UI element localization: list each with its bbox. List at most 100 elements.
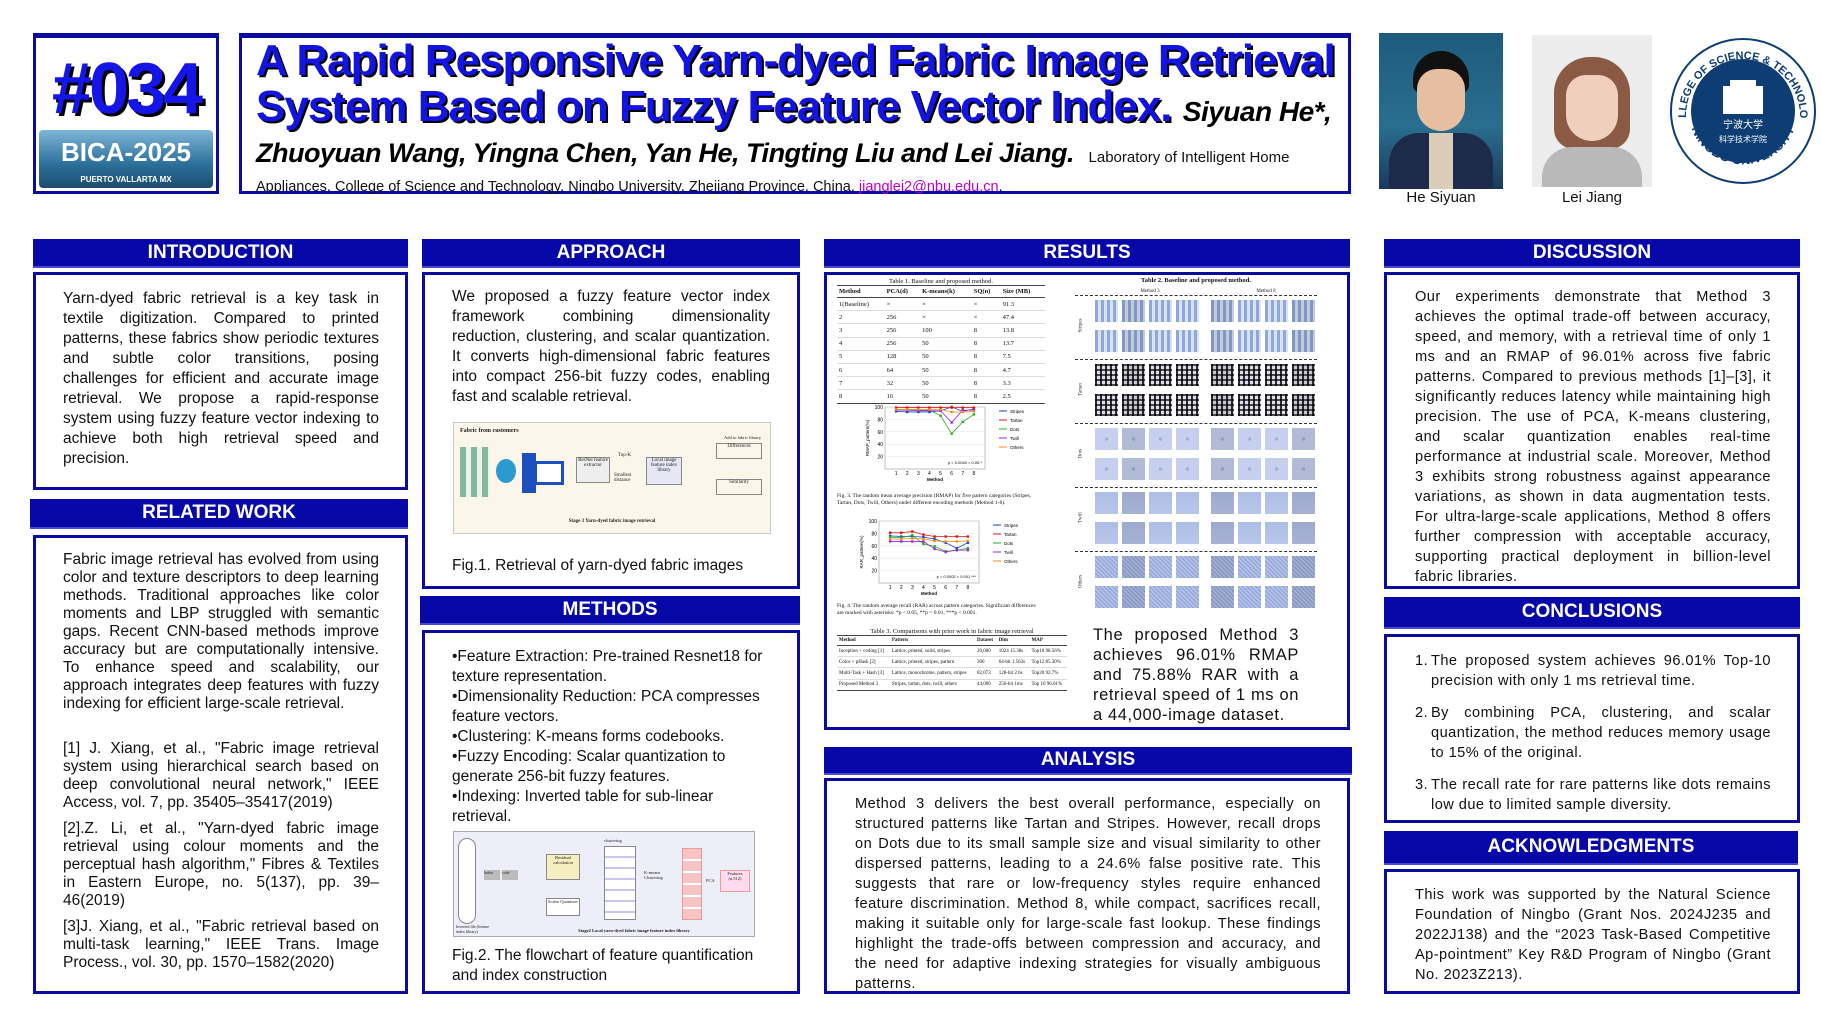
data-point <box>906 406 909 409</box>
acknowledgments-header: ACKNOWLEDGMENTS <box>1384 831 1798 865</box>
fig2-scalar: Scalar Quantizer <box>546 898 580 916</box>
table-cell: 50 <box>920 389 972 404</box>
data-point <box>966 535 970 538</box>
fabric-thumbnail <box>1238 364 1261 386</box>
table-cell: 256 <box>884 310 921 325</box>
fabric-thumbnail <box>1122 556 1145 578</box>
table-header-cell: SQ(n) <box>971 285 1001 298</box>
x-axis-label: Method <box>927 477 943 482</box>
series-line-others <box>890 537 968 542</box>
fabric-thumbnail <box>1149 428 1172 450</box>
fig1-library-box: Local image feature index library <box>646 457 682 485</box>
fabric-thumbnail <box>1292 428 1315 450</box>
figure-3-caption: Fig. 3. The random mean average precisio… <box>837 493 1032 506</box>
monitor-icon <box>534 461 564 485</box>
fabric-thumbnail <box>1095 300 1118 322</box>
title-line-2: System Based on Fuzzy Feature Vector Ind… <box>256 82 1173 131</box>
fig2-pca: PCA <box>706 878 715 883</box>
data-point <box>888 537 892 541</box>
x-tick-label: 1 <box>895 471 898 477</box>
fabric-thumbnail <box>1238 556 1261 578</box>
table-cell: 2.5 <box>1000 389 1045 404</box>
fig1-smallest: Smallest distance <box>614 473 632 483</box>
data-point <box>933 547 936 551</box>
results-header: RESULTS <box>824 239 1350 268</box>
fabric-thumbnail <box>1122 394 1145 416</box>
table-cell: 7.5 <box>1000 350 1045 364</box>
data-point <box>900 536 903 539</box>
fabric-thumbnail <box>1238 586 1261 608</box>
data-point <box>944 541 947 544</box>
table-cell: 32 <box>884 376 921 391</box>
table-cell: 8 <box>971 323 1001 338</box>
table-cell: 8 <box>971 389 1001 404</box>
fabric-thumbnail <box>1292 556 1315 578</box>
table-cell: 8 <box>837 389 885 404</box>
fabric-thumbnail <box>1265 300 1288 322</box>
related-work-text: Fabric image retrieval has evolved from … <box>63 551 379 712</box>
fabric-thumbnail <box>1265 394 1288 416</box>
y-tick-label: 80 <box>871 531 877 537</box>
legend-label: Stripes <box>1004 523 1019 528</box>
table-cell: Inception + coding [1] <box>837 645 890 658</box>
data-point <box>894 408 898 411</box>
fabric-thumbnail <box>1176 458 1199 480</box>
discussion-panel: Our experiments demonstrate that Method … <box>1384 272 1800 589</box>
methods-item: •Fuzzy Encoding: Scalar quantization to … <box>452 748 726 785</box>
data-point <box>933 535 936 538</box>
y-tick-label: 40 <box>871 556 877 562</box>
fabric-thumbnail <box>1292 458 1315 480</box>
data-point <box>939 414 942 417</box>
y-tick-label: 20 <box>871 569 877 575</box>
data-point <box>950 432 953 435</box>
fabric-thumbnail <box>1149 330 1172 352</box>
data-point <box>955 547 958 550</box>
acknowledgments-text: This work was supported by the Natural S… <box>1415 887 1771 983</box>
table-cell: 13.8 <box>1000 323 1045 338</box>
results-panel: Table 1. Baseline and proposed method. M… <box>824 272 1350 730</box>
logo-cn-2: 科学技术学院 <box>1719 134 1767 144</box>
methods-item: •Feature Extraction: Pre-trained Resnet1… <box>452 648 763 685</box>
fabric-thumbnail <box>1211 330 1234 352</box>
discussion-header: DISCUSSION <box>1384 239 1800 268</box>
table-cell: 50 <box>920 376 972 391</box>
legend-label: Others <box>1010 445 1024 450</box>
fabric-thumbnail <box>1176 394 1199 416</box>
approach-text: We proposed a fuzzy feature vector index… <box>452 288 770 405</box>
y-tick-label: 100 <box>869 519 878 525</box>
title-block: A Rapid Responsive Yarn-dyed Fabric Imag… <box>239 33 1351 195</box>
table-cell: 2 <box>837 310 885 325</box>
fig1-diff-box: Differences <box>716 443 762 459</box>
table-cell: Stripes, tartan, dots, twill, others <box>889 679 975 691</box>
table-cell: 1(Baseline) <box>837 297 885 312</box>
table-cell: × <box>971 297 1001 312</box>
fabric-thumbnail <box>1211 428 1234 450</box>
data-point <box>906 410 909 414</box>
logo-cn-1: 宁波大学 <box>1723 118 1763 131</box>
email-link[interactable]: jianglei2@nbu.edu.cn <box>858 179 999 195</box>
table-cell: 47.4 <box>1000 310 1045 325</box>
table-cell: 91.3 <box>1000 297 1045 312</box>
fabric-thumbnail <box>1122 586 1145 608</box>
item-text: The proposed system achieves 96.01% Top-… <box>1431 653 1771 689</box>
fabric-thumbnail <box>1265 428 1288 450</box>
fig2-features: Features (n,512) <box>720 870 750 892</box>
authors-first: Siyuan He*, <box>1182 96 1332 127</box>
related-work-panel: Fabric image retrieval has evolved from … <box>33 535 408 994</box>
reference-3: [3]J. Xiang, et al., "Fabric retrieval b… <box>63 918 379 971</box>
arrow-icon <box>496 459 516 483</box>
table-cell: 8 <box>971 350 1001 364</box>
data-point <box>972 406 976 409</box>
data-point <box>922 535 925 539</box>
table-3-title: Table 3. Comparisons with prior work in … <box>870 628 1034 635</box>
table-header-cell: K-means(k) <box>920 285 972 298</box>
fabric-thumbnail <box>1095 428 1118 450</box>
table-cell: Top10 98.56% <box>1029 645 1067 658</box>
fabric-thumbnail <box>1149 458 1172 480</box>
table-cell: Top20 92.7% <box>1029 667 1067 680</box>
